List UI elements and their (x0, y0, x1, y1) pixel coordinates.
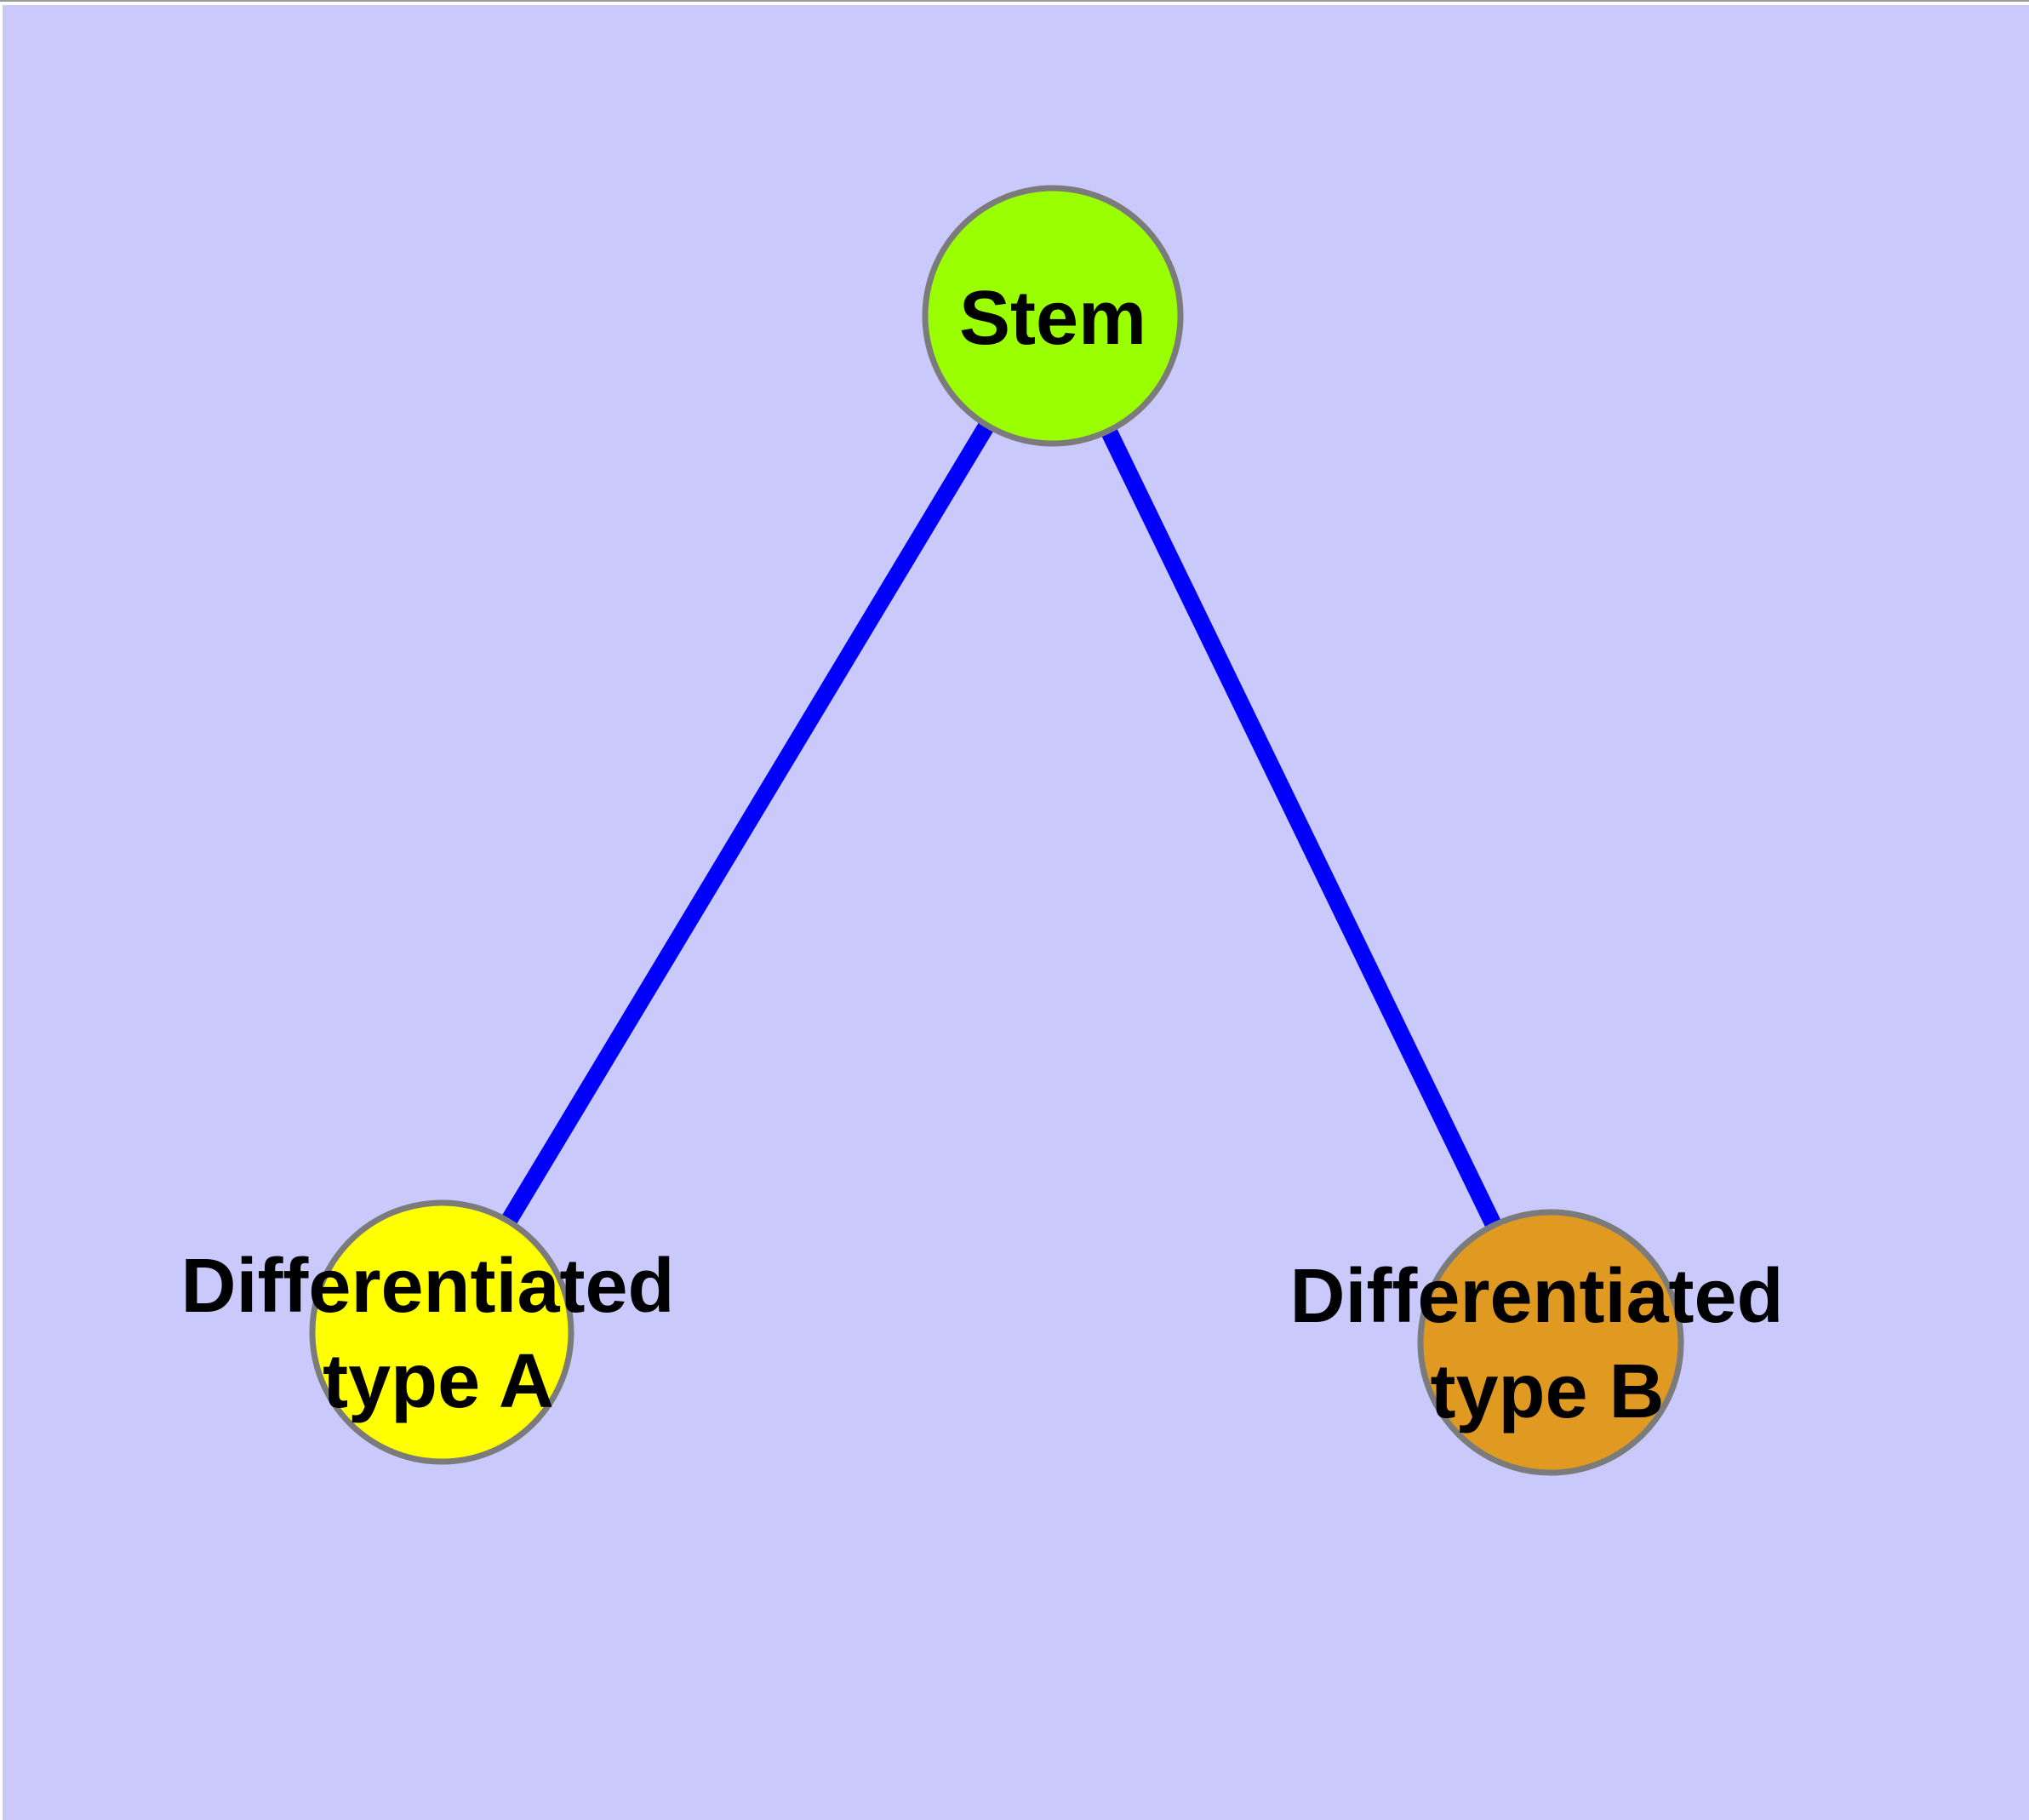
node-type-b-label: Differentiated type B (1289, 1254, 1804, 1434)
edge-stem-to-type-b (1045, 312, 1558, 1347)
node-type-a-label: Differentiated type A (180, 1244, 695, 1424)
node-type-a-label-line1: Differentiated (180, 1244, 674, 1329)
top-edge-line (0, 0, 2029, 2)
edge-stem-to-type-a (434, 311, 1060, 1337)
node-stem-circle (922, 185, 1184, 447)
node-type-b-label-line2: type B (1430, 1349, 1664, 1434)
node-type-a-circle (309, 1199, 574, 1465)
node-stem-label: Stem (959, 276, 1146, 361)
node-type-b-circle (1417, 1209, 1684, 1476)
node-type-b-label-line1: Differentiated (1289, 1254, 1783, 1339)
node-type-a-label-line2: type A (323, 1339, 554, 1424)
